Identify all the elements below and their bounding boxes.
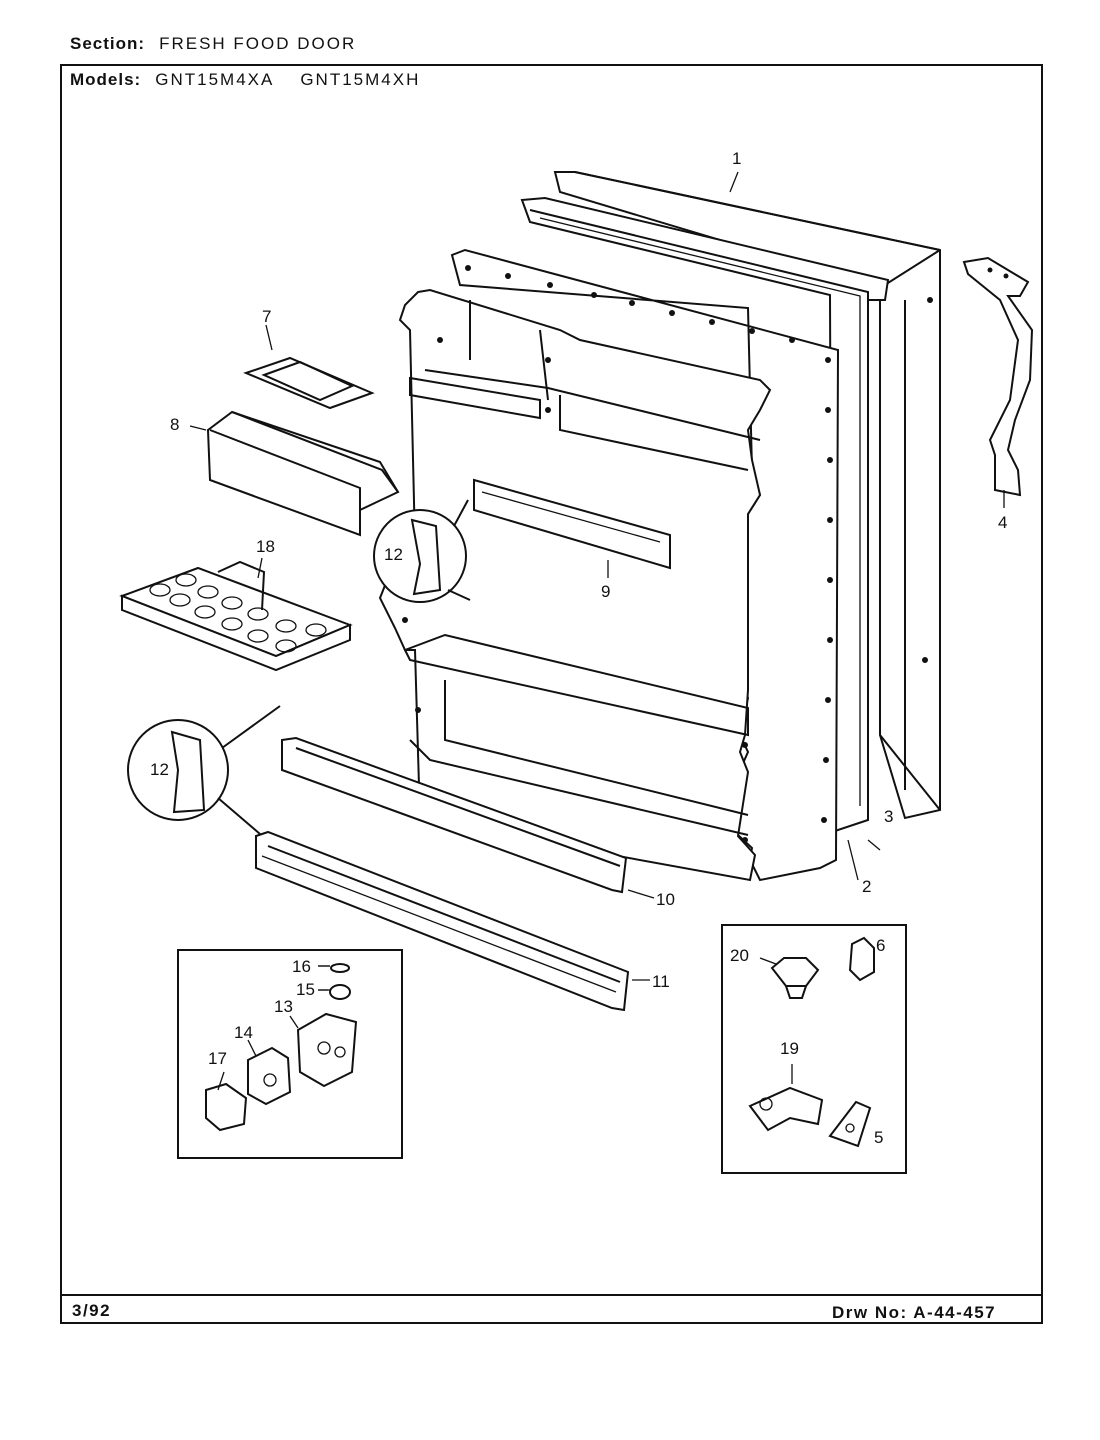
cam-parts-inset xyxy=(177,949,403,1159)
egg-tray xyxy=(119,560,353,672)
callout-10: 10 xyxy=(656,890,675,909)
callout-7: 7 xyxy=(262,307,271,326)
section-value: FRESH FOOD DOOR xyxy=(159,34,357,53)
leader-lines xyxy=(189,171,1005,1091)
model-2: GNT15M4XH xyxy=(300,70,421,89)
callout-2: 2 xyxy=(862,877,871,896)
callout-11: 11 xyxy=(652,972,670,991)
callout-20: 20 xyxy=(730,946,749,965)
callout-14: 14 xyxy=(234,1023,253,1042)
hinge-bracket xyxy=(962,256,1034,497)
callout-4: 4 xyxy=(998,513,1007,532)
clip-detail-lower xyxy=(127,705,281,835)
callout-5: 5 xyxy=(874,1128,883,1147)
callout-13: 13 xyxy=(274,997,293,1016)
callout-17: 17 xyxy=(208,1049,227,1068)
callout-6: 6 xyxy=(876,936,885,955)
footer-divider xyxy=(60,1294,1043,1296)
drawing-number: Drw No: A-44-457 xyxy=(832,1303,997,1322)
hardware-inset xyxy=(721,924,907,1174)
drawing-frame xyxy=(60,64,1043,1324)
callout-1: 1 xyxy=(732,149,741,168)
callout-19: 19 xyxy=(780,1039,799,1058)
footer-date: 3/92 xyxy=(72,1301,112,1320)
door-bin xyxy=(206,410,400,537)
model-1: GNT15M4XA xyxy=(155,70,275,89)
callout-8: 8 xyxy=(170,415,179,434)
small-tray xyxy=(243,356,375,410)
callout-9: 9 xyxy=(601,582,610,601)
callout-16: 16 xyxy=(292,957,311,976)
front-rail-10 xyxy=(281,736,628,894)
callout-12-upper: 12 xyxy=(384,545,403,564)
models-label: Models: xyxy=(70,70,142,89)
callout-18: 18 xyxy=(256,537,275,556)
front-rail-11 xyxy=(255,830,630,1012)
section-label: Section: xyxy=(70,34,146,53)
clip-detail-upper xyxy=(373,499,471,603)
callout-12-lower: 12 xyxy=(150,760,169,779)
outer-door-panel xyxy=(553,171,941,820)
callout-3: 3 xyxy=(884,807,893,826)
door-gasket xyxy=(520,196,890,834)
models-heading: Models: GNT15M4XA GNT15M4XH xyxy=(70,70,420,90)
inner-door-liner xyxy=(378,248,840,882)
section-heading: Section: FRESH FOOD DOOR xyxy=(70,34,356,54)
callout-15: 15 xyxy=(296,980,315,999)
